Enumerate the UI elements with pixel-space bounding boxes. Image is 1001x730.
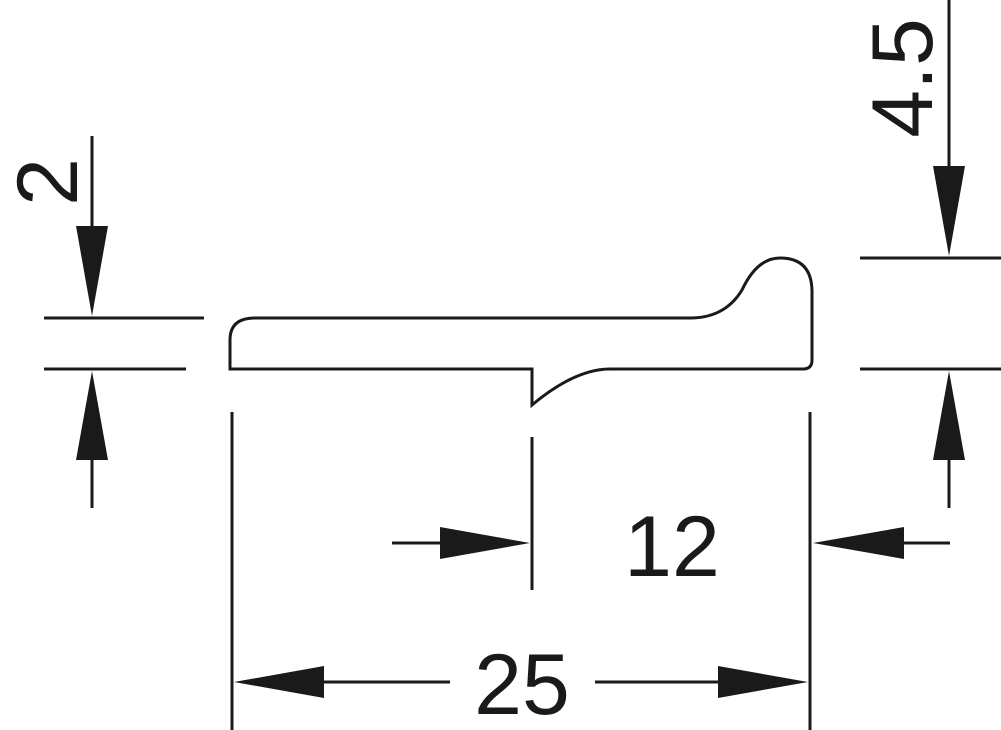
dim-label-thickness-total: 4.5 <box>855 18 951 138</box>
dim-12-arrow-right <box>440 527 530 559</box>
profile-outline <box>228 256 814 409</box>
left-dim-arrow-up <box>76 371 108 460</box>
dim-label-partial-width: 12 <box>624 499 720 595</box>
dim-label-thickness-body: 2 <box>0 158 96 206</box>
left-dim-arrow-down <box>76 226 108 316</box>
dim-25-arrow-left <box>234 666 324 698</box>
right-dim-arrow-up <box>933 371 965 460</box>
dim-label-total-width: 25 <box>474 637 570 730</box>
dim-12-arrow-left <box>813 527 904 559</box>
dim-25-arrow-right <box>718 666 808 698</box>
right-dim-arrow-down <box>933 166 965 256</box>
